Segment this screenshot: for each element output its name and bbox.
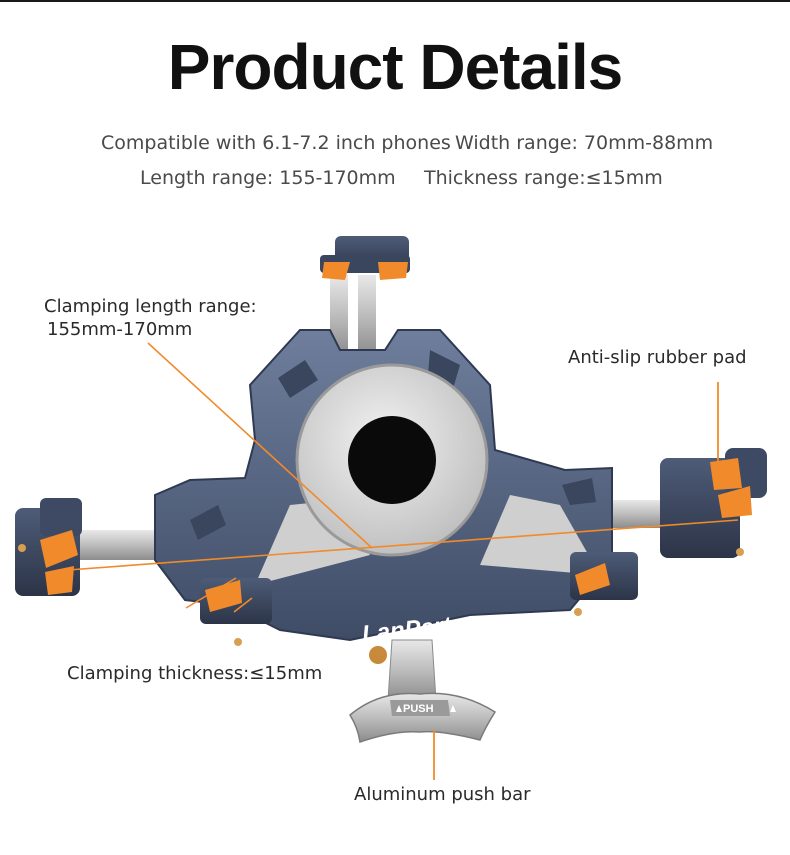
- clamping-thickness-label: Clamping thickness:≤15mm: [67, 663, 323, 684]
- right-screw: [736, 548, 744, 556]
- push-label-plate: [390, 700, 450, 716]
- spec-length: Length range: 155-170mm: [140, 167, 396, 189]
- right-pad-lower: [718, 486, 752, 518]
- width-measure-line: [67, 519, 739, 571]
- center-hole: [348, 416, 436, 504]
- push-bar-label: Aluminum push bar: [354, 784, 531, 805]
- left-clamp-top: [40, 498, 82, 536]
- spec-thickness: Thickness range:≤15mm: [424, 167, 663, 189]
- spring-coil: [369, 646, 387, 664]
- recess-top-right: [428, 350, 460, 392]
- push-bar-handle[interactable]: [349, 692, 497, 744]
- clamping-length-label-1: Clamping length range:: [44, 296, 257, 317]
- spec-compatible: Compatible with 6.1-7.2 inch phones: [101, 132, 451, 154]
- recess-left: [190, 505, 226, 540]
- top-border-line: [0, 0, 790, 2]
- spec-width: Width range: 70mm-88mm: [455, 132, 714, 154]
- left-pad-upper: [40, 530, 78, 568]
- push-bar-stem: [387, 639, 437, 701]
- top-rail-left: [330, 275, 348, 355]
- clamping-length-label-2: 155mm-170mm: [47, 319, 193, 340]
- anti-slip-label: Anti-slip rubber pad: [568, 347, 747, 368]
- lower-left-screw: [234, 638, 242, 646]
- lower-pad-left: [205, 580, 242, 612]
- push-arrow-left-icon: [396, 705, 402, 712]
- thickness-callout-tick: [233, 597, 253, 613]
- length-callout-line: [147, 342, 373, 549]
- page-title: Product Details: [167, 31, 623, 103]
- right-pad-upper: [710, 458, 742, 490]
- top-rail-right: [358, 275, 376, 355]
- top-pad-right: [378, 262, 408, 280]
- recess-right: [562, 478, 596, 505]
- recess-top-left: [278, 360, 318, 398]
- thickness-callout-line: [185, 577, 237, 609]
- top-pad-left: [322, 262, 350, 280]
- lower-right-screw: [574, 608, 582, 616]
- left-pad-lower: [45, 566, 74, 595]
- push-arrow-right-icon: [450, 705, 456, 712]
- lower-pad-right: [575, 563, 610, 595]
- left-screw: [18, 544, 26, 552]
- push-label: PUSH: [403, 703, 434, 715]
